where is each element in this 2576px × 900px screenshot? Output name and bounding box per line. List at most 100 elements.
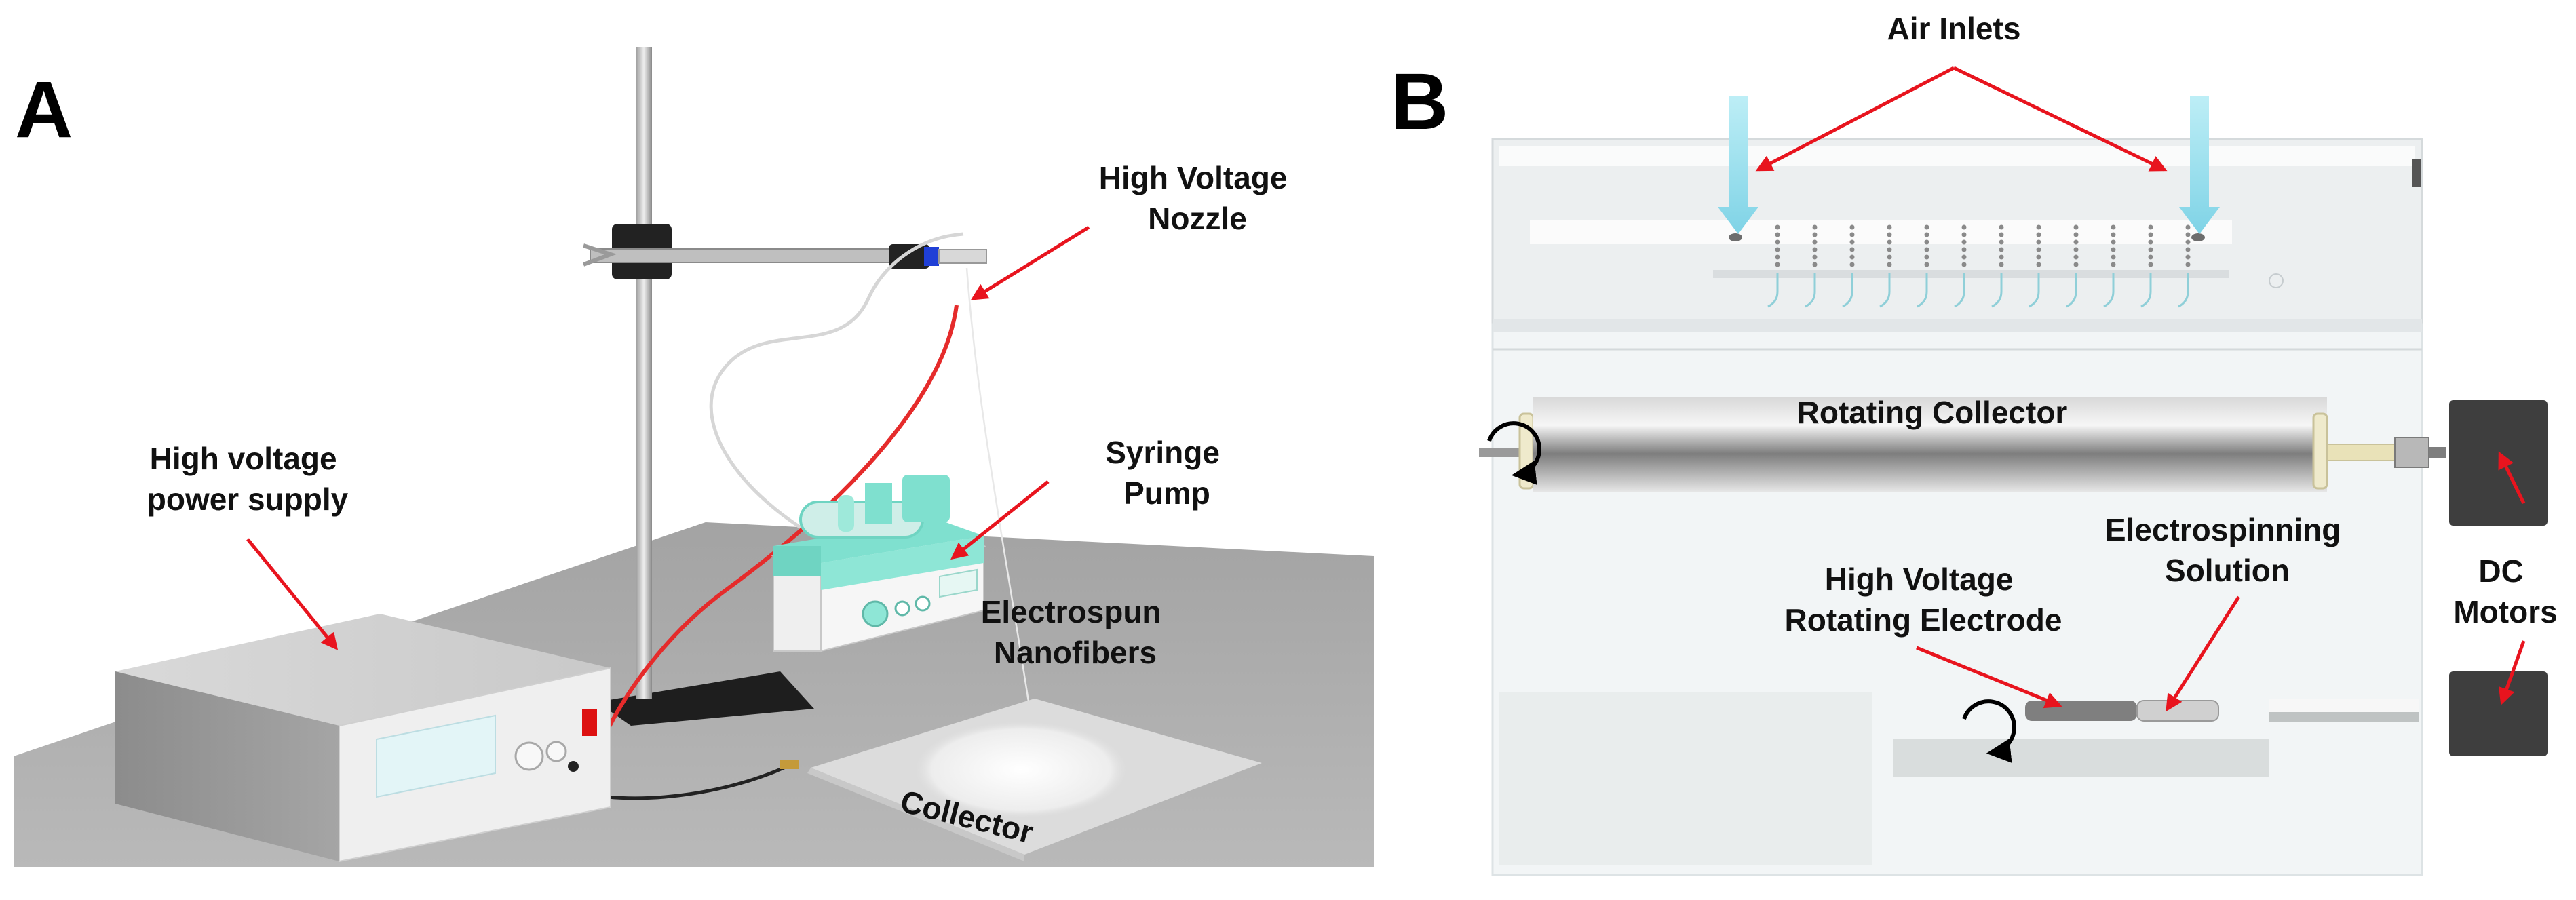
nozzle-dot — [2036, 224, 2041, 230]
nozzle-dot — [2036, 247, 2041, 252]
nozzle-tip — [1767, 273, 1779, 308]
panel-a: A — [14, 47, 1374, 867]
nozzle-tip — [2140, 273, 2152, 308]
nozzle-dot — [1812, 254, 1818, 260]
nozzle-dot — [1812, 247, 1818, 252]
nozzle-tip — [1879, 273, 1891, 308]
nozzle-dot — [2111, 224, 2116, 230]
hv-wire — [588, 305, 959, 781]
nozzle-dot — [1775, 247, 1780, 252]
nozzle-connector — [924, 247, 939, 266]
nozzle-dot — [2111, 239, 2116, 245]
nozzle-tip — [1991, 273, 2003, 308]
rotating-collector — [1479, 397, 2446, 492]
nozzle-dot — [2073, 224, 2079, 230]
nozzle-dot — [2036, 232, 2041, 237]
nozzle-dot — [2073, 262, 2079, 267]
nozzle-dot — [1849, 239, 1855, 245]
nozzle-dot — [2148, 247, 2153, 252]
nozzle-dot — [2148, 224, 2153, 230]
panel-a-letter: A — [15, 65, 73, 155]
nozzle-dot — [1999, 262, 2004, 267]
nozzle-dot — [1999, 224, 2004, 230]
nozzle-dot — [2036, 262, 2041, 267]
arrow-pump — [950, 480, 1050, 560]
panel-b-letter: B — [1391, 57, 1448, 146]
nozzle-dot — [1924, 254, 1929, 260]
nozzle-dot — [1812, 232, 1818, 237]
nozzle-tip — [1842, 273, 1853, 308]
nozzle-dot — [2185, 247, 2191, 252]
hv-electrode — [2025, 701, 2137, 721]
dc-motor-bottom — [2449, 671, 2548, 756]
arrow-motor-bottom — [2498, 640, 2526, 705]
nozzle-tip — [1954, 273, 1965, 308]
arrow-air-inlet-left — [1755, 66, 1955, 172]
nozzle-array — [1767, 224, 2191, 308]
nozzle-dot — [2111, 262, 2116, 267]
stand-base — [597, 671, 814, 726]
nozzle-tip — [2178, 273, 2189, 308]
label-power-supply: High voltage power supply — [147, 441, 349, 517]
nozzle-tip — [2066, 273, 2077, 308]
electrode-end — [2136, 700, 2219, 722]
arrow-motor-top — [2498, 451, 2526, 505]
nozzle-dot — [1999, 247, 2004, 252]
nozzle-dot — [1812, 262, 1818, 267]
power-supply — [115, 614, 611, 863]
nozzle-dot — [1849, 232, 1855, 237]
nozzle-dot — [2111, 254, 2116, 260]
label-rotating-collector: Rotating Collector — [1797, 395, 2068, 430]
nozzle-dot — [1775, 224, 1780, 230]
feed-tubing — [709, 232, 964, 538]
arrow-solution — [2166, 595, 2241, 712]
nozzle-dot — [1961, 239, 1967, 245]
nozzle-dot — [2036, 254, 2041, 260]
nozzle-dot — [2111, 247, 2116, 252]
nozzle-tip — [1805, 273, 1816, 308]
ground-clip — [780, 760, 799, 769]
nozzle-dot — [1924, 262, 1929, 267]
nozzle-dot — [1961, 232, 1967, 237]
air-inlet-arrow-left — [1718, 96, 1758, 234]
nozzle-dot — [1775, 232, 1780, 237]
nozzle-holder — [889, 244, 929, 269]
label-air-inlets: Air Inlets — [1887, 11, 2021, 46]
nozzle-dot — [1887, 254, 1892, 260]
nozzle-dot — [2073, 239, 2079, 245]
clamp-screw — [582, 243, 617, 267]
nozzle-dot — [1961, 254, 1967, 260]
nozzle-dot — [2185, 239, 2191, 245]
fiber-jet — [965, 267, 1033, 720]
nozzle-dot — [1961, 262, 1967, 267]
nozzle-dot — [1999, 254, 2004, 260]
nozzle-dot — [1924, 239, 1929, 245]
nozzle-dot — [2073, 232, 2079, 237]
inlet-port-left — [1729, 233, 1742, 241]
nozzle-dot — [1924, 247, 1929, 252]
nozzle-dot — [1887, 262, 1892, 267]
nozzle-dot — [1812, 239, 1818, 245]
nozzle-dot — [2148, 232, 2153, 237]
nozzle-dot — [1924, 232, 1929, 237]
nozzle-dot — [1849, 262, 1855, 267]
arrow-electrode — [1916, 646, 2062, 709]
nozzle-dot — [2148, 239, 2153, 245]
stand-rod — [636, 47, 652, 699]
nozzle-dot — [1887, 232, 1892, 237]
air-inlet-arrow-right — [2179, 96, 2220, 234]
nozzle-tip — [1917, 273, 1928, 308]
arrow-air-inlet-right — [1953, 66, 2168, 172]
nozzle-dot — [1961, 224, 1967, 230]
nozzle-dot — [1961, 247, 1967, 252]
rotation-arrow-electrode — [1962, 699, 2016, 763]
nozzle-dot — [2036, 239, 2041, 245]
lid-edge — [1493, 319, 2422, 332]
nozzle-tip — [2029, 273, 2040, 308]
nozzle-dot — [1887, 247, 1892, 252]
lower-panel — [1499, 692, 1872, 865]
arrow-power-supply — [246, 538, 339, 650]
nozzle-dot — [2185, 262, 2191, 267]
lid-window — [1530, 220, 2232, 244]
